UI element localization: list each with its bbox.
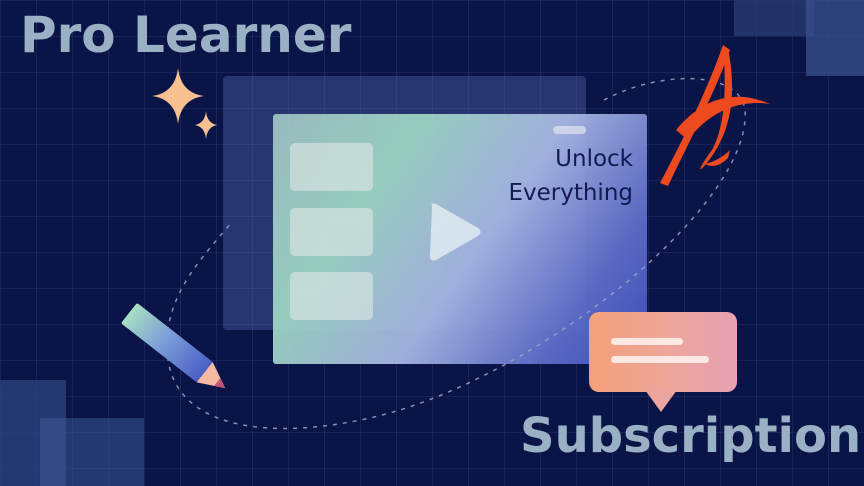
subscription-heading: Subscription <box>520 408 862 464</box>
content-tile <box>290 208 373 256</box>
unlock-text: Unlock Everything <box>508 142 633 210</box>
chat-bubble-tail <box>645 390 677 412</box>
chat-line <box>611 338 683 345</box>
pencil-icon <box>121 303 226 389</box>
chat-bubble-icon <box>589 312 737 392</box>
letter-a-logo <box>660 45 770 186</box>
sparkle-icon <box>152 68 217 139</box>
dashed-orbit-path <box>166 77 746 430</box>
content-tile <box>290 272 373 320</box>
decor-square-bottom-left-2 <box>40 418 144 486</box>
chat-line <box>611 356 709 363</box>
decor-square-top-right-2 <box>806 0 864 76</box>
unlock-line-1: Unlock <box>555 146 633 172</box>
decor-square-top-right-1 <box>734 0 814 36</box>
video-card: Unlock Everything <box>273 114 647 364</box>
content-tile <box>290 143 373 191</box>
card-handle <box>553 126 586 134</box>
unlock-line-2: Everything <box>508 180 633 206</box>
play-icon <box>430 203 481 261</box>
page-title: Pro Learner <box>20 6 352 64</box>
